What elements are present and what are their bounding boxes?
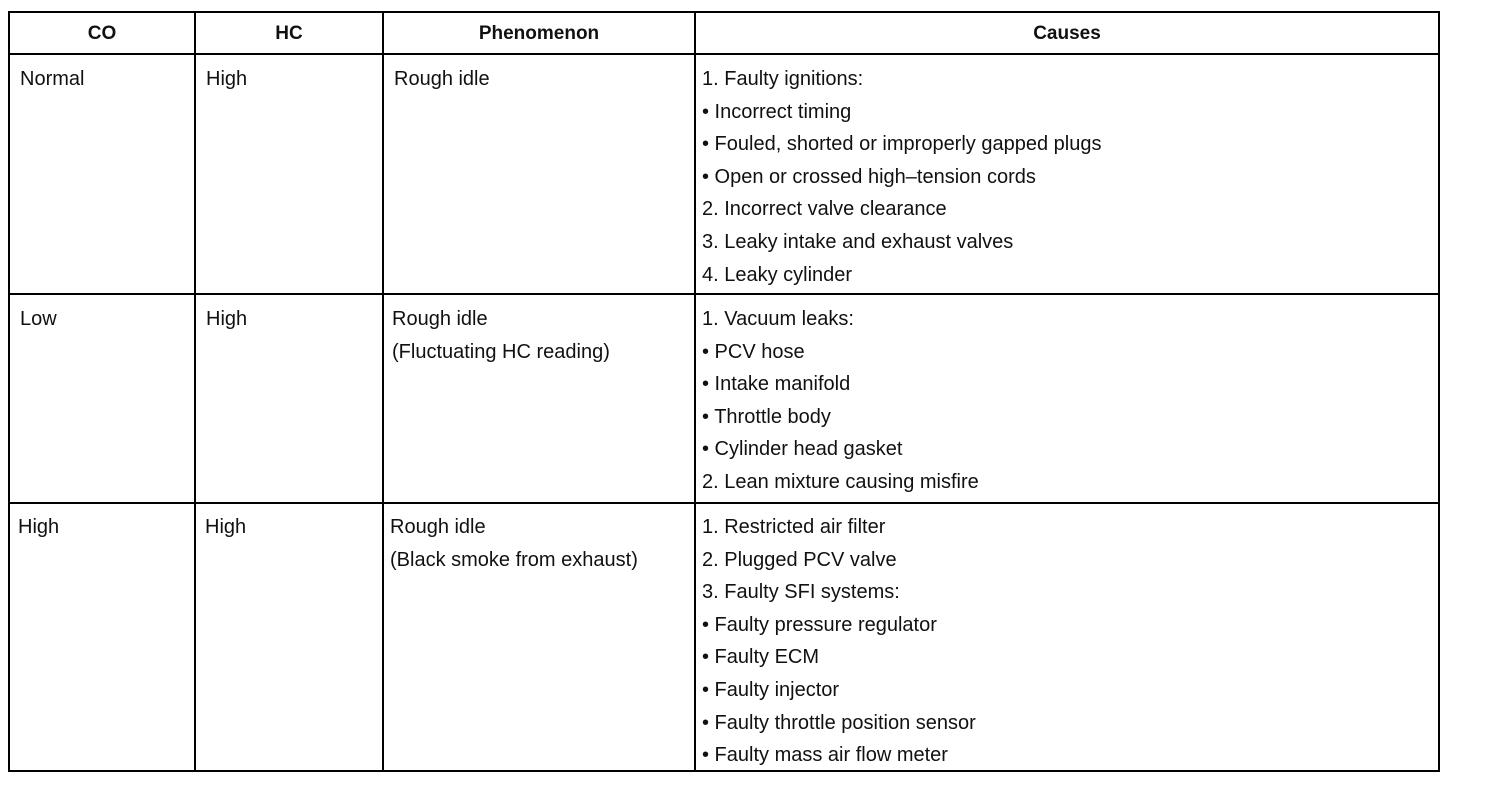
cause-line: 2. Incorrect valve clearance	[702, 198, 947, 221]
cause-line: • Open or crossed high–tension cords	[702, 165, 1036, 188]
row-2-causes: 1. Vacuum leaks: • PCV hose • Intake man…	[702, 303, 979, 499]
phenomenon-line: Rough idle	[392, 308, 488, 330]
column-divider-3	[694, 13, 696, 770]
row-2-co: Low	[20, 308, 57, 330]
cause-line: 3. Leaky intake and exhaust valves	[702, 230, 1014, 253]
column-divider-2	[382, 13, 384, 770]
cause-line: • Throttle body	[702, 405, 831, 428]
cause-line: 2. Plugged PCV valve	[702, 548, 897, 571]
row-1-co: Normal	[20, 68, 85, 90]
phenomenon-line: Rough idle	[394, 68, 490, 90]
column-divider-1	[194, 13, 196, 770]
cause-line: • PCV hose	[702, 340, 805, 363]
phenomenon-line: Rough idle	[390, 516, 486, 538]
phenomenon-line: (Black smoke from exhaust)	[390, 548, 638, 571]
row-3-phenomenon: Rough idle (Black smoke from exhaust)	[390, 511, 638, 576]
cause-line: 2. Lean mixture causing misfire	[702, 470, 979, 493]
row-1-causes: 1. Faulty ignitions: • Incorrect timing …	[702, 63, 1101, 291]
cause-line: • Cylinder head gasket	[702, 438, 903, 461]
row-divider-1	[10, 293, 1438, 295]
cause-line: 4. Leaky cylinder	[702, 263, 853, 286]
cause-line: • Faulty ECM	[702, 646, 820, 669]
header-hc: HC	[275, 22, 303, 44]
row-3-hc: High	[205, 516, 247, 538]
cause-line: • Faulty mass air flow meter	[702, 744, 948, 767]
header-divider	[10, 53, 1438, 55]
phenomenon-line: (Fluctuating HC reading)	[392, 340, 610, 363]
row-1-phenomenon: Rough idle	[394, 63, 490, 96]
cause-line: • Incorrect timing	[702, 100, 852, 123]
row-3-co: High	[18, 516, 60, 538]
co-hc-diagnosis-table: CO HC Phenomenon Causes Normal High Roug…	[8, 11, 1440, 772]
cause-line: • Faulty throttle position sensor	[702, 711, 976, 734]
cause-line: • Fouled, shorted or improperly gapped p…	[702, 133, 1102, 156]
cause-line: • Faulty pressure regulator	[702, 613, 937, 636]
cause-line: 1. Vacuum leaks:	[702, 308, 854, 330]
header-co: CO	[87, 22, 117, 44]
row-1-hc: High	[206, 68, 248, 90]
row-divider-2	[10, 502, 1438, 504]
row-2-hc: High	[206, 308, 248, 330]
header-phenomenon: Phenomenon	[478, 22, 600, 44]
header-causes: Causes	[1033, 22, 1101, 44]
cause-line: 1. Restricted air filter	[702, 516, 886, 538]
row-2-phenomenon: Rough idle (Fluctuating HC reading)	[392, 303, 610, 368]
cause-line: • Faulty injector	[702, 678, 840, 701]
cause-line: 1. Faulty ignitions:	[702, 68, 864, 90]
cause-line: 3. Faulty SFI systems:	[702, 581, 900, 604]
cause-line: • Intake manifold	[702, 373, 851, 396]
row-3-causes: 1. Restricted air filter 2. Plugged PCV …	[702, 511, 976, 772]
